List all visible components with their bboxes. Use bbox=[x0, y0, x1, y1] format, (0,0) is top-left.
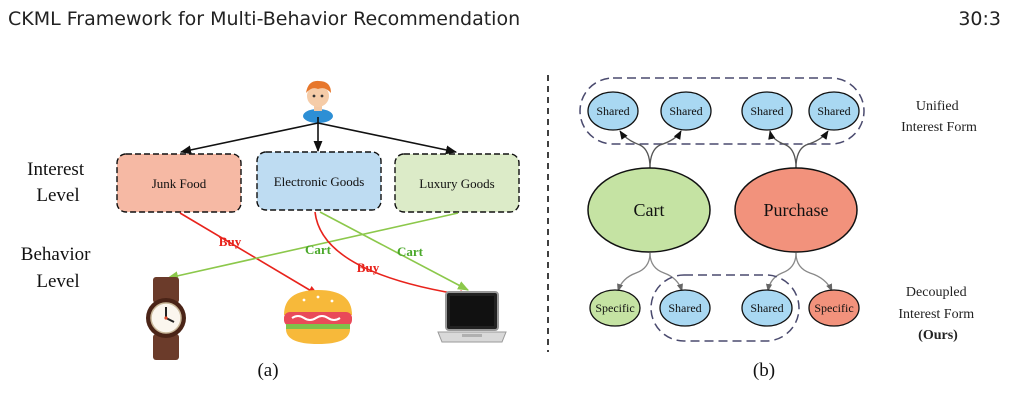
behavior-level-label: Behavior Level bbox=[21, 244, 95, 292]
interest-luxury-goods: Luxury Goods bbox=[394, 153, 520, 213]
interest-junk-food: Junk Food bbox=[116, 153, 242, 213]
bottom-nodes: Specific Shared Shared Specific bbox=[589, 289, 860, 327]
laptop-icon bbox=[437, 291, 507, 343]
svg-text:Shared: Shared bbox=[668, 301, 701, 315]
svg-text:Shared: Shared bbox=[817, 104, 850, 118]
interest-electronic-goods: Electronic Goods bbox=[256, 151, 382, 211]
paper-running-title: CKML Framework for Multi-Behavior Recomm… bbox=[8, 8, 521, 30]
top-shared-nodes: Shared Shared Shared Shared bbox=[587, 91, 860, 131]
top-shared-node-3: Shared bbox=[741, 91, 793, 131]
purchase-label: Purchase bbox=[764, 200, 829, 220]
interest-electronic-goods-label: Electronic Goods bbox=[274, 174, 365, 189]
svg-text:Shared: Shared bbox=[750, 301, 783, 315]
user-icon bbox=[303, 80, 333, 123]
bottom-shared-node-2: Shared bbox=[741, 289, 793, 327]
svg-text:Shared: Shared bbox=[669, 104, 702, 118]
svg-text:Specific: Specific bbox=[814, 301, 853, 315]
edge-label-cart-electronic: Cart bbox=[397, 244, 424, 259]
decoupled-arrows bbox=[617, 252, 833, 292]
edge-label-buy-electronic: Buy bbox=[357, 260, 380, 275]
svg-text:Shared: Shared bbox=[596, 104, 629, 118]
burger-icon bbox=[284, 290, 352, 344]
top-shared-node-2: Shared bbox=[660, 91, 712, 131]
svg-text:Shared: Shared bbox=[750, 104, 783, 118]
behavior-edges bbox=[166, 211, 472, 299]
decoupled-interest-form-label: Decoupled Interest Form (Ours) bbox=[898, 285, 977, 343]
interest-luxury-goods-label: Luxury Goods bbox=[419, 176, 494, 191]
top-shared-node-1: Shared bbox=[587, 91, 639, 131]
user-interest-tree bbox=[179, 117, 458, 155]
edge-label-buy-junk: Buy bbox=[219, 234, 242, 249]
page-number: 30:3 bbox=[958, 8, 1001, 30]
unified-interest-form-label: Unified Interest Form bbox=[901, 99, 977, 135]
cart-label: Cart bbox=[634, 200, 665, 220]
watch-icon bbox=[146, 277, 186, 360]
decoupled-shared-group-box bbox=[650, 274, 800, 342]
caption-a: (a) bbox=[257, 360, 278, 381]
interest-level-label: Interest Level bbox=[27, 159, 89, 206]
interest-junk-food-label: Junk Food bbox=[152, 176, 207, 191]
bottom-specific-node-cart: Specific bbox=[589, 289, 641, 327]
bottom-shared-node-1: Shared bbox=[659, 289, 711, 327]
svg-text:Specific: Specific bbox=[595, 301, 634, 315]
bottom-specific-node-purchase: Specific bbox=[808, 289, 860, 327]
top-shared-node-4: Shared bbox=[808, 91, 860, 131]
unified-group-box bbox=[579, 77, 865, 145]
caption-b: (b) bbox=[753, 360, 775, 381]
unified-arrows bbox=[619, 130, 829, 169]
edge-label-cart-luxury: Cart bbox=[305, 242, 332, 257]
cart-node: Cart bbox=[587, 167, 711, 253]
purchase-node: Purchase bbox=[734, 167, 858, 253]
